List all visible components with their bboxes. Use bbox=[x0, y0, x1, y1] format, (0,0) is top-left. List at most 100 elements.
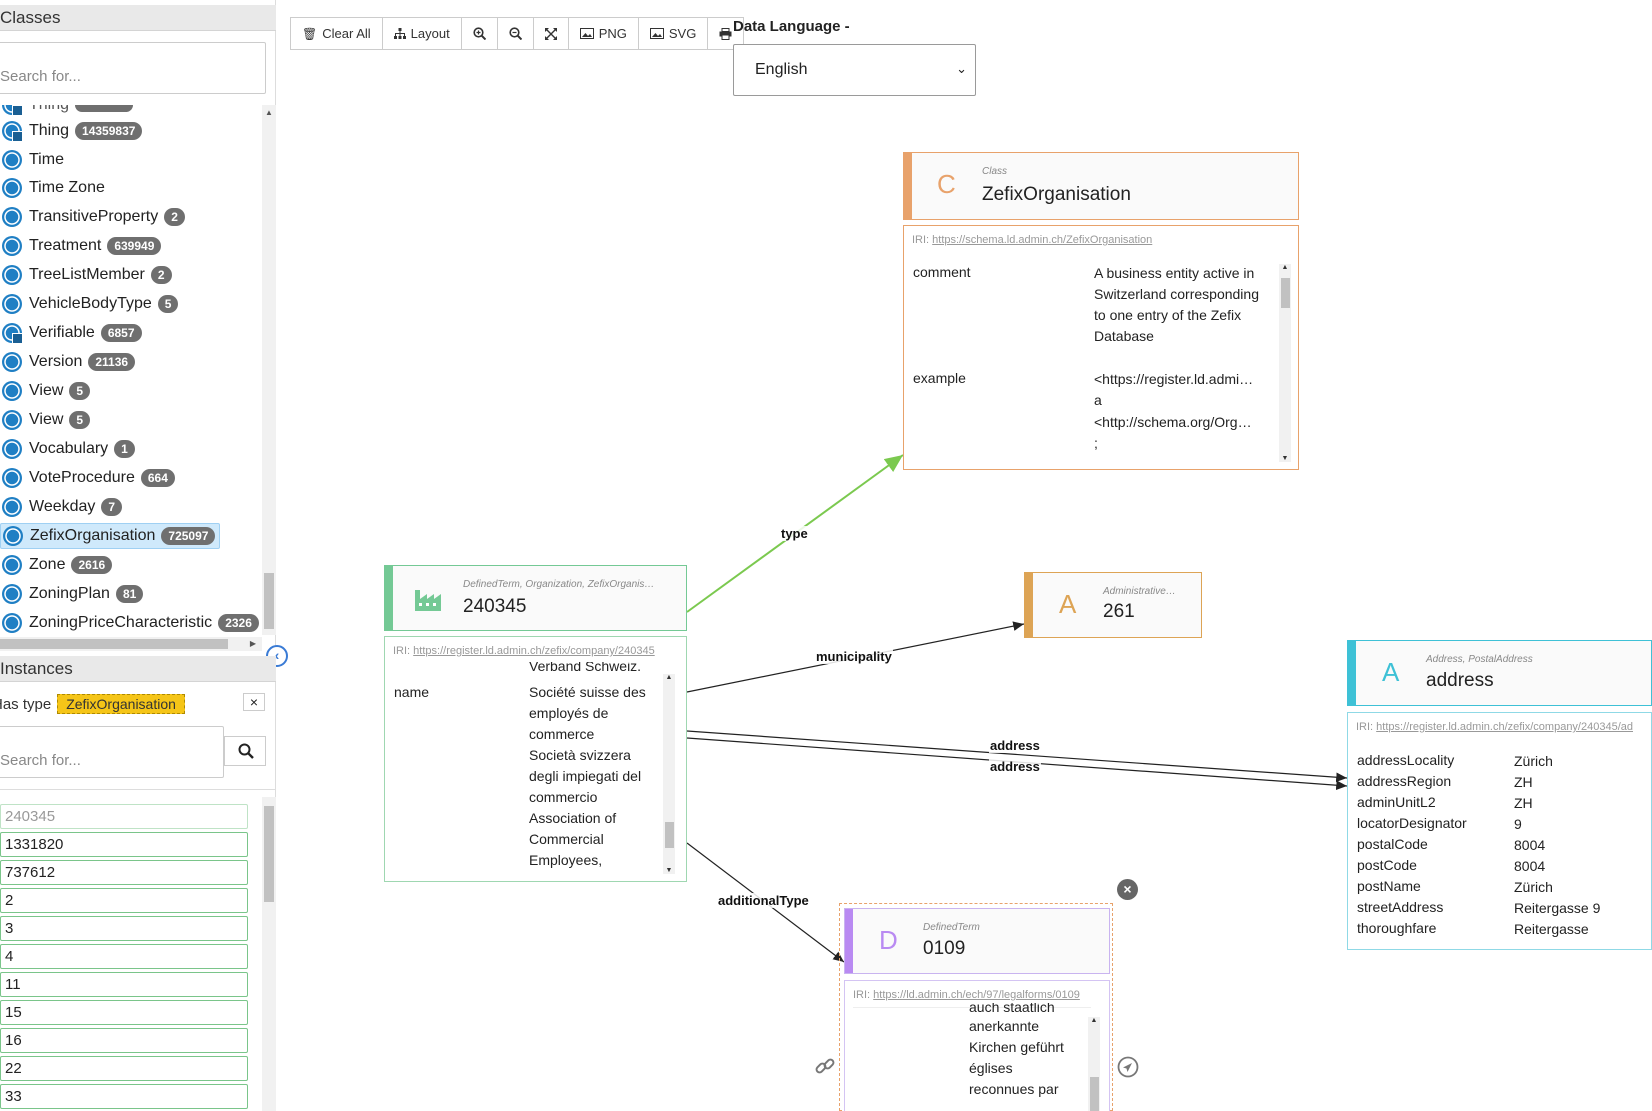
properties-scrollbar[interactable]: ▲ ▼ bbox=[1279, 264, 1291, 462]
prop-key: postalCode bbox=[1357, 836, 1428, 852]
prop-value-comment: A business entity active in Switzerland … bbox=[1094, 265, 1259, 344]
scroll-up-arrow[interactable]: ▲ bbox=[665, 674, 673, 681]
navigate-icon[interactable] bbox=[1117, 1056, 1139, 1078]
instance-row[interactable]: 16 bbox=[0, 1028, 248, 1053]
instance-row[interactable]: 33 bbox=[0, 1084, 248, 1109]
export-svg-button[interactable]: SVG bbox=[639, 18, 709, 49]
clear-all-button[interactable]: 🗑 Clear All bbox=[291, 18, 383, 49]
instance-row[interactable]: 1331820 bbox=[0, 832, 248, 857]
properties-scrollbar[interactable]: ▲ bbox=[1088, 1017, 1100, 1111]
instance-row[interactable]: 3 bbox=[0, 916, 248, 941]
tree-item-label: Vocabulary bbox=[29, 440, 109, 457]
link-icon[interactable] bbox=[814, 1056, 836, 1078]
zoom-out-button[interactable] bbox=[498, 18, 534, 49]
class-tree-hscrollbar[interactable]: ▶ bbox=[0, 637, 262, 651]
instance-list: 240345 1331820 737612 2 3 4 11 15 16 22 … bbox=[0, 797, 250, 1111]
trash-icon: 🗑 bbox=[302, 26, 318, 41]
scroll-thumb[interactable] bbox=[264, 806, 274, 902]
instance-row[interactable]: 4 bbox=[0, 944, 248, 969]
clear-all-label: Clear All bbox=[322, 26, 371, 41]
node-iri-link[interactable]: https://register.ld.admin.ch/zefix/compa… bbox=[413, 645, 655, 657]
class-node-zefixorganisation[interactable]: C Class ZefixOrganisation bbox=[903, 152, 1299, 220]
node-iri-link[interactable]: https://register.ld.admin.ch/zefix/compa… bbox=[1376, 721, 1633, 733]
divider bbox=[853, 1007, 1091, 1008]
scroll-up-arrow[interactable]: ▲ bbox=[265, 108, 273, 117]
class-tree-scrollbar[interactable]: ▲ bbox=[262, 105, 276, 635]
print-button[interactable] bbox=[708, 18, 743, 49]
class-search-field[interactable] bbox=[0, 42, 266, 94]
tree-item-badge bbox=[75, 105, 134, 112]
scroll-down-arrow[interactable]: ▼ bbox=[1281, 455, 1289, 462]
hscroll-thumb[interactable] bbox=[0, 639, 228, 649]
tree-item-partial[interactable]: Thing bbox=[0, 105, 134, 118]
scroll-right-arrow[interactable]: ▶ bbox=[249, 639, 257, 648]
instance-node-0109[interactable]: D DefinedTerm 0109 bbox=[844, 908, 1110, 974]
instance-node-240345[interactable]: DefinedTerm, Organization, ZefixOrganis…… bbox=[384, 565, 687, 631]
tree-item-label: ZefixOrganisation bbox=[30, 527, 156, 544]
class-node-icon bbox=[2, 294, 22, 314]
class-node-icon bbox=[2, 613, 22, 633]
remove-node-button[interactable]: × bbox=[1117, 879, 1138, 900]
prop-key: addressRegion bbox=[1357, 773, 1452, 789]
instance-row[interactable]: 22 bbox=[0, 1056, 248, 1081]
scroll-down-arrow[interactable]: ▼ bbox=[665, 867, 673, 874]
tree-item-time[interactable]: Time bbox=[0, 147, 64, 173]
node-iri-link[interactable]: https://schema.ld.admin.ch/ZefixOrganisa… bbox=[932, 234, 1153, 246]
instance-search-field[interactable] bbox=[0, 726, 224, 778]
tree-item-label: View bbox=[29, 411, 64, 428]
instance-row[interactable]: 240345 bbox=[0, 804, 248, 829]
edge-address-1[interactable] bbox=[686, 730, 1348, 783]
scroll-up-arrow[interactable]: ▲ bbox=[1281, 264, 1289, 271]
instance-node-261[interactable]: A Administrative… 261 bbox=[1024, 572, 1202, 638]
node-types: Class bbox=[982, 166, 1008, 177]
instance-row[interactable]: 11 bbox=[0, 972, 248, 997]
instance-node-address[interactable]: A Address, PostalAddress address bbox=[1347, 640, 1652, 706]
clear-filter-button[interactable]: × bbox=[243, 693, 265, 711]
scroll-thumb[interactable] bbox=[1090, 1077, 1099, 1111]
scroll-up-arrow[interactable]: ▲ bbox=[1090, 1017, 1098, 1024]
instance-search-input[interactable] bbox=[0, 743, 223, 777]
node-types: DefinedTerm, Organization, ZefixOrganis… bbox=[463, 579, 655, 590]
tree-item-badge: 21136 bbox=[88, 353, 136, 371]
instance-search-button[interactable] bbox=[224, 736, 266, 766]
instance-row[interactable]: 15 bbox=[0, 1000, 248, 1025]
edge-label-address-2: address bbox=[989, 759, 1041, 774]
node-iri-link[interactable]: https://ld.admin.ch/ech/97/legalforms/01… bbox=[873, 989, 1080, 1001]
node-iri: IRI: https://ld.admin.ch/ech/97/legalfor… bbox=[853, 989, 1080, 1001]
zoom-in-button[interactable] bbox=[462, 18, 498, 49]
prop-key: streetAddress bbox=[1357, 899, 1444, 915]
layout-label: Layout bbox=[410, 26, 450, 41]
tree-item-label: VoteProcedure bbox=[29, 469, 135, 486]
export-png-button[interactable]: PNG bbox=[569, 18, 639, 49]
instance-row[interactable]: 737612 bbox=[0, 860, 248, 885]
tree-item-time-zone[interactable]: Time Zone bbox=[0, 175, 105, 201]
instance-row[interactable]: 2 bbox=[0, 888, 248, 913]
fit-view-button[interactable] bbox=[534, 18, 569, 49]
properties-scrollbar[interactable]: ▲ ▼ bbox=[663, 674, 675, 874]
data-language-select[interactable]: English ⌄ bbox=[733, 44, 976, 96]
layout-button[interactable]: Layout bbox=[383, 18, 462, 49]
class-search-input[interactable] bbox=[0, 59, 265, 93]
class-node-icon bbox=[2, 410, 22, 430]
instance-list-scrollbar[interactable] bbox=[262, 797, 276, 1111]
scroll-thumb[interactable] bbox=[264, 573, 274, 629]
scroll-thumb[interactable] bbox=[1281, 278, 1290, 308]
scroll-thumb[interactable] bbox=[665, 822, 674, 848]
